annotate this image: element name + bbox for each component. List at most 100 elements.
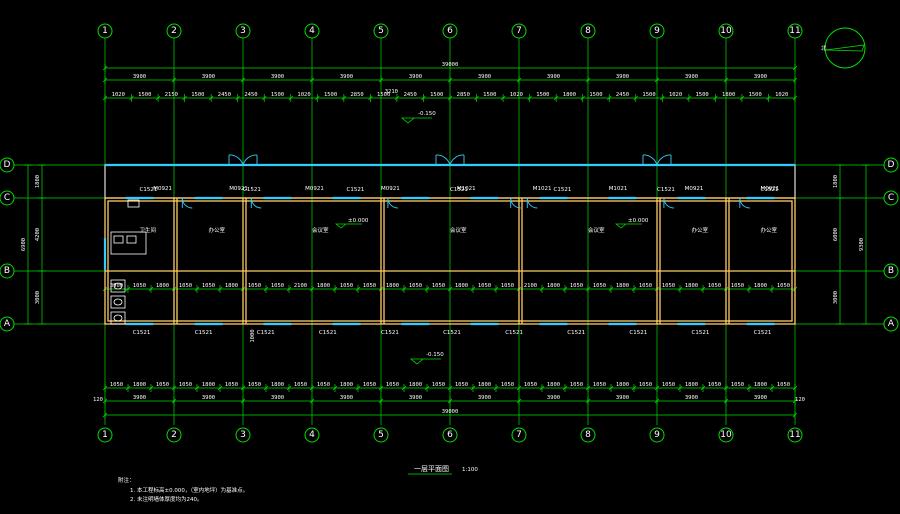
axis-label-col: 8: [585, 430, 591, 440]
washbasin-icon: [126, 235, 137, 244]
dim-value: 1500: [695, 92, 708, 98]
room-label: 办公室: [209, 226, 226, 234]
dim-value: 1800: [722, 92, 735, 98]
axis-label-col: 8: [585, 26, 591, 36]
window-tag: C1521: [761, 187, 779, 193]
entrance-door-swing: [656, 154, 672, 166]
axis-label-row: D: [4, 160, 11, 170]
dim-value: 1050: [225, 382, 238, 388]
dim-value: 3900: [547, 395, 560, 401]
dim-value: 1050: [179, 382, 192, 388]
window-tag: C1521: [243, 187, 261, 193]
doors-windows: [103, 154, 795, 326]
window-tag: C1521: [195, 330, 213, 336]
drawing-title: 一层平面图: [414, 465, 449, 473]
dim-value: 1050: [708, 382, 721, 388]
dim-value: 1500: [749, 92, 762, 98]
dim-value: 1500: [324, 92, 337, 98]
axis-bubble: [649, 23, 665, 39]
entrance-door-swing: [242, 154, 258, 166]
dim-value: 2150: [165, 92, 178, 98]
dim-value: 1050: [662, 283, 675, 289]
dim-value: 1050: [248, 382, 261, 388]
dim-value: 1050: [478, 283, 491, 289]
dim-value: 1500: [377, 92, 390, 98]
dim-value: 1800: [754, 382, 767, 388]
note-1: 1. 本工程标高±0.000，（室内地坪）为基准点。: [130, 486, 248, 494]
dim-value: 2450: [244, 92, 257, 98]
dim-value: 1800: [202, 382, 215, 388]
dim-value: 2100: [524, 283, 537, 289]
dim-value: 2100: [294, 283, 307, 289]
washbasin-icon: [113, 235, 124, 244]
dim-value: 1800: [455, 283, 468, 289]
window-tag: C1521: [567, 330, 585, 336]
axis-label-row: D: [888, 160, 895, 170]
axis-bubble: [0, 316, 15, 332]
axis-label-row: B: [4, 266, 10, 276]
level-bottom: -0.150: [426, 352, 444, 358]
room-door-swing: [739, 197, 750, 209]
axis-label-row: C: [888, 193, 894, 203]
level-room-a: ±0.000: [348, 218, 369, 224]
dim-value: 1500: [536, 92, 549, 98]
dim-value: 3900: [478, 395, 491, 401]
axis-label-row: C: [4, 193, 10, 203]
room-label: 会议室: [588, 226, 605, 234]
dim-value: 1800: [616, 283, 629, 289]
north-arrow-icon: 北: [821, 27, 866, 69]
dim-value-vertical: 1800: [833, 175, 839, 188]
dim-value: 1050: [386, 382, 399, 388]
window-tag: C1521: [140, 187, 158, 193]
window-tag: C1521: [754, 330, 772, 336]
dim-value: 1500: [642, 92, 655, 98]
entrance-door-swing: [642, 154, 658, 166]
axis-bubble: [718, 427, 734, 443]
dim-value: 3900: [409, 395, 422, 401]
door-tag: M0921: [685, 186, 704, 192]
dim-value: 1800: [754, 283, 767, 289]
room-door-swing: [250, 197, 262, 209]
toilet-fixtures: [110, 199, 147, 325]
door-tag: M0921: [381, 186, 400, 192]
dim-value: 1800: [409, 382, 422, 388]
dim-value: 1050: [317, 382, 330, 388]
axis-bubble: [511, 427, 527, 443]
dim-value: 3900: [133, 74, 146, 80]
room-door-swing: [663, 197, 674, 209]
axis-label-row: A: [888, 319, 895, 329]
axis-bubble: [883, 190, 899, 206]
dim-value-vertical: 3000: [833, 291, 839, 304]
axis-label-col: 11: [789, 26, 800, 36]
dim-value: 1800: [685, 382, 698, 388]
dim-value: 1050: [432, 283, 445, 289]
axis-bubble: [511, 23, 527, 39]
window-tag: C1521: [319, 330, 337, 336]
axis-bubble: [442, 23, 458, 39]
dim-value: 1050: [501, 382, 514, 388]
dim-value: 1050: [593, 382, 606, 388]
shelf: [127, 199, 140, 208]
axis-bubble: [97, 23, 113, 39]
level-marker-room-b: ±0.000: [615, 218, 649, 229]
axis-bubble: [649, 427, 665, 443]
axis-bubble: [883, 157, 899, 173]
axis-bubble: [883, 316, 899, 332]
dim-value: 1800: [685, 283, 698, 289]
dim-value: 3900: [340, 74, 353, 80]
dim-value: 1020: [297, 92, 310, 98]
window-tag: C1521: [133, 330, 151, 336]
dim-value: 1050: [570, 283, 583, 289]
dim-value: 3900: [754, 395, 767, 401]
axis-bubble: [0, 157, 15, 173]
window-tag: C1521: [657, 187, 675, 193]
room-door-swing: [526, 197, 538, 209]
room-door-swing: [181, 197, 193, 209]
dim-value: 1800: [563, 92, 576, 98]
axis-label-col: 6: [447, 430, 453, 440]
dim-value: 3900: [478, 74, 491, 80]
axis-label-col: 11: [789, 430, 800, 440]
dim-value: 1050: [202, 283, 215, 289]
